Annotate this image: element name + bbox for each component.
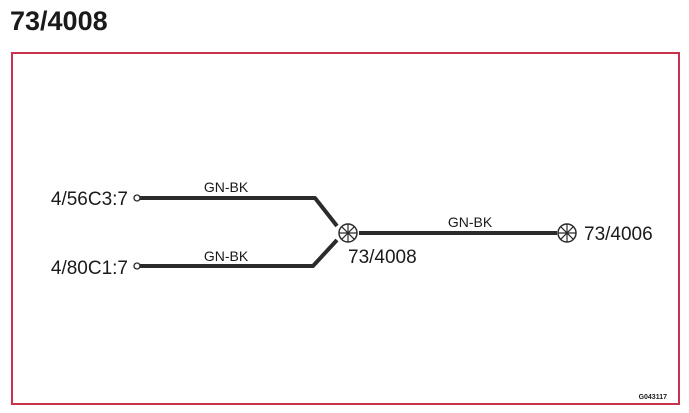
splice-label: 73/4008 <box>348 247 417 268</box>
page-title: 73/4008 <box>10 6 108 36</box>
terminal-input-1-icon <box>133 194 141 202</box>
connector-output-label: 73/4006 <box>584 224 653 245</box>
wire-2-label: GN-BK <box>204 248 249 264</box>
wire-1-line <box>139 196 339 228</box>
wire-1-label: GN-BK <box>204 179 249 195</box>
figure-id: G043117 <box>639 394 668 401</box>
wire-2-line <box>139 238 339 268</box>
connector-input-2-label: 4/80C1:7 <box>51 258 128 279</box>
connector-input-1-label: 4/56C3:7 <box>51 189 128 210</box>
diagram-frame <box>11 52 680 405</box>
connector-output-icon <box>557 223 577 243</box>
terminal-input-2-icon <box>133 262 141 270</box>
splice-icon <box>338 223 358 243</box>
wire-3-label: GN-BK <box>448 214 493 230</box>
